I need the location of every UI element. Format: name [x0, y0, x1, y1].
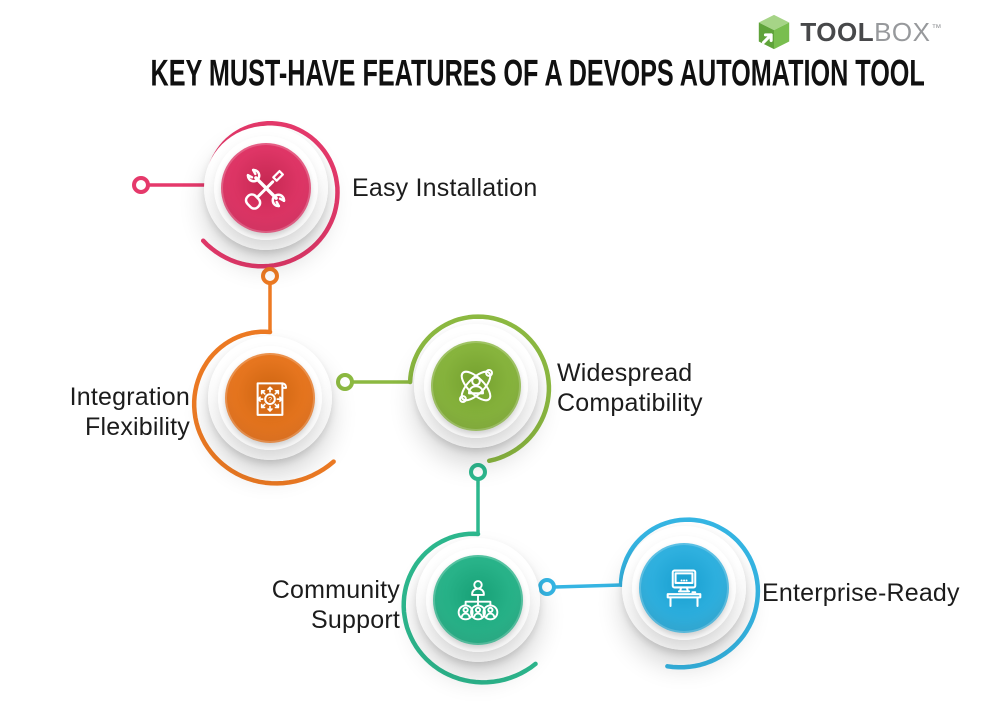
node-disc: ? — [225, 353, 315, 443]
node-disc — [431, 341, 521, 431]
scroll-arrows-icon: ? — [256, 382, 287, 416]
node-disc — [433, 555, 523, 645]
node-ring — [424, 334, 528, 438]
page-title: KEY MUST-HAVE FEATURES OF A DEVOPS AUTOM… — [150, 52, 925, 95]
brand-light: BOX — [874, 16, 931, 47]
connector-dot — [469, 463, 487, 481]
node-disc — [639, 543, 729, 633]
feature-label-widespread-compatibility: Widespread Compatibility — [557, 359, 703, 417]
node-disc — [221, 143, 311, 233]
org-chart-icon — [457, 580, 499, 621]
connector-dot — [261, 267, 279, 285]
trademark: ™ — [931, 22, 942, 34]
toolbox-logo: TOOLBOX™ — [755, 13, 942, 51]
tools-icon — [244, 168, 286, 210]
feature-label-community-support: Community Support — [271, 576, 400, 634]
connector-dot — [132, 176, 150, 194]
toolbox-cube-icon — [759, 14, 790, 50]
feature-node-integration-flexibility: ? — [208, 336, 332, 460]
node-ring — [426, 548, 530, 652]
feature-node-easy-installation — [204, 126, 328, 250]
connector-dot — [336, 373, 354, 391]
monitor-desk-icon — [666, 569, 702, 608]
node-ring: ? — [218, 346, 322, 450]
feature-node-widespread-compatibility — [414, 324, 538, 448]
feature-label-enterprise-ready: Enterprise-Ready — [762, 579, 960, 607]
node-ring — [632, 536, 736, 640]
feature-label-integration-flexibility: Integration Flexibility — [69, 383, 190, 441]
feature-label-easy-installation: Easy Installation — [352, 174, 538, 202]
atom-person-icon — [459, 369, 493, 403]
connector-dot — [538, 578, 556, 596]
feature-node-enterprise-ready — [622, 526, 746, 650]
toolbox-wordmark: TOOLBOX™ — [800, 17, 942, 48]
brand-bold: TOOL — [800, 16, 875, 47]
feature-node-community-support — [416, 538, 540, 662]
svg-text:?: ? — [268, 395, 272, 404]
node-ring — [214, 136, 318, 240]
